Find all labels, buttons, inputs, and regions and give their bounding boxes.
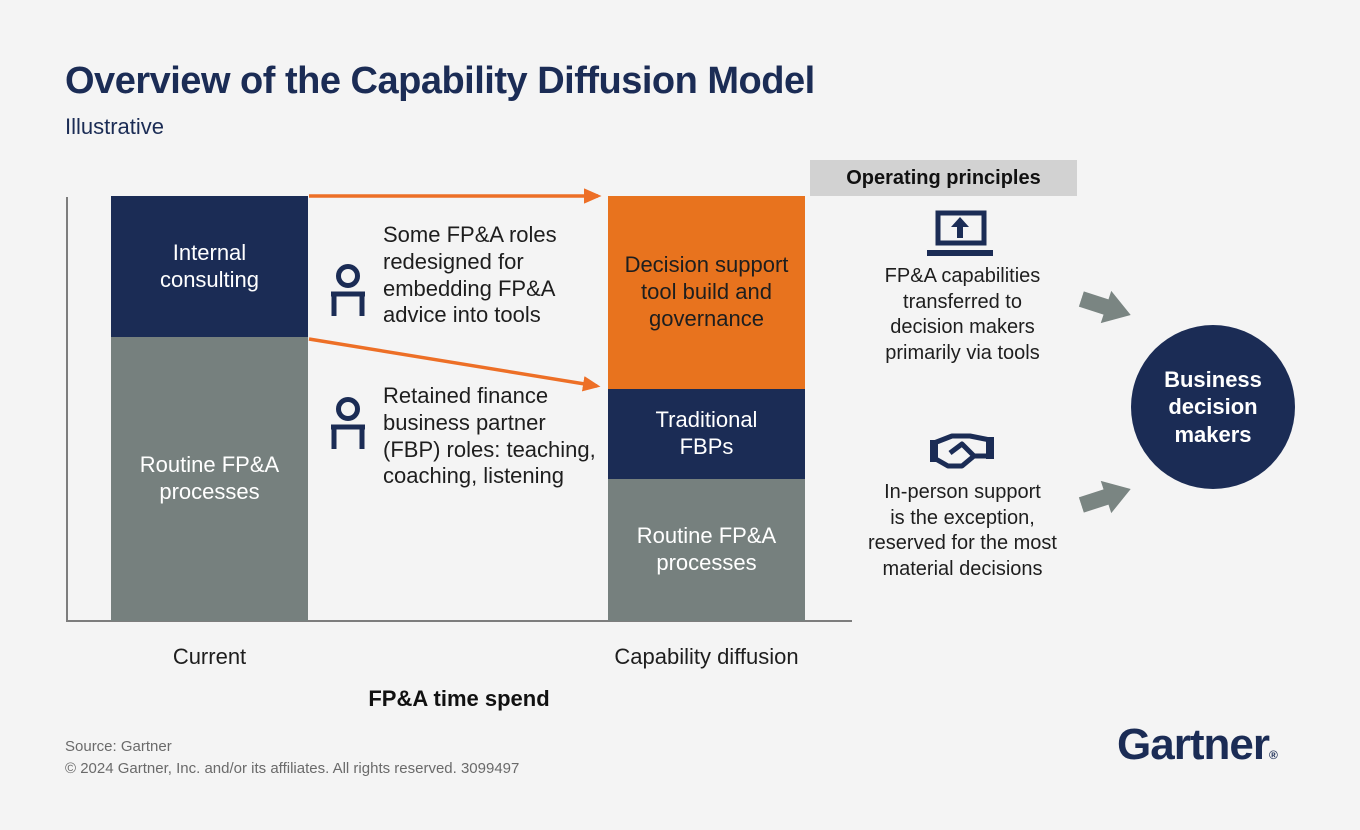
handshake-icon bbox=[930, 433, 994, 469]
source-note: Source: Gartner © 2024 Gartner, Inc. and… bbox=[65, 736, 519, 780]
category-label-current: Current bbox=[172, 644, 247, 669]
person-icon bbox=[331, 264, 365, 316]
page-title: Overview of the Capability Diffusion Mod… bbox=[65, 60, 815, 102]
segment-routine-fpa-current: Routine FP&A processes bbox=[111, 337, 308, 621]
segment-decision-support: Decision support tool build and governan… bbox=[608, 196, 805, 389]
source-line: Source: Gartner bbox=[65, 738, 172, 755]
segment-routine-fpa-diffusion: Routine FP&A processes bbox=[608, 479, 805, 621]
arrow-consulting-to-fbps bbox=[308, 337, 601, 392]
person-icon bbox=[331, 397, 365, 449]
segment-traditional-fbps: Traditional FBPs bbox=[608, 389, 805, 479]
x-axis-title: FP&A time spend bbox=[368, 686, 550, 711]
x-axis-line bbox=[66, 620, 852, 622]
bar-capability-diffusion: Decision support tool build and governan… bbox=[608, 196, 805, 621]
copyright-line: © 2024 Gartner, Inc. and/or its affiliat… bbox=[65, 759, 520, 777]
operating-principles-header: Operating principles bbox=[810, 160, 1077, 196]
segment-internal-consulting: Internal consulting bbox=[111, 196, 308, 337]
flow-arrow-bottom-icon bbox=[1078, 480, 1131, 514]
gartner-logo-text: Gartner bbox=[1117, 720, 1270, 769]
principle-tools-text: FP&A capabilities transferred to decisio… bbox=[884, 265, 1041, 364]
business-decision-makers-label: Business decision makers bbox=[1164, 366, 1262, 447]
annotation-retained-fbp-roles: Retained finance business partner (FBP) … bbox=[383, 383, 596, 489]
category-label-capability-diffusion: Capability diffusion bbox=[614, 644, 799, 669]
page-subtitle: Illustrative bbox=[65, 114, 165, 139]
registered-mark: ® bbox=[1268, 748, 1278, 762]
y-axis-line bbox=[66, 197, 68, 621]
gartner-logo: Gartner® bbox=[1117, 720, 1278, 770]
laptop-upload-icon bbox=[927, 210, 993, 256]
principle-inperson-text: In-person support is the exception, rese… bbox=[868, 481, 1057, 580]
flow-arrow-top-icon bbox=[1078, 290, 1131, 324]
bar-current: Internal consulting Routine FP&A process… bbox=[111, 196, 308, 621]
business-decision-makers-circle: Business decision makers bbox=[1131, 325, 1295, 489]
annotation-redesigned-roles: Some FP&A roles redesigned for embedding… bbox=[383, 222, 557, 328]
